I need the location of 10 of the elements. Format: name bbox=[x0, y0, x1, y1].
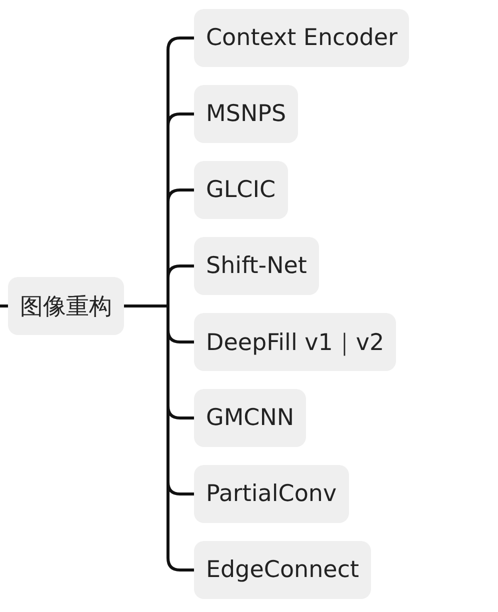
subtopic-box: Context Encoder bbox=[194, 9, 410, 67]
subtopic-box: Shift-Net bbox=[194, 237, 319, 295]
topic-box: 图像重构 bbox=[8, 277, 124, 335]
connector-line bbox=[0, 304, 8, 308]
subtopic-box: EdgeConnect bbox=[194, 541, 371, 599]
subtopic-box: DeepFill v1｜v2 bbox=[194, 313, 396, 371]
subtopic-box: PartialConv bbox=[194, 465, 349, 523]
subtopic-box: GMCNN bbox=[194, 389, 306, 447]
subtopic-box: GLCIC bbox=[194, 161, 288, 219]
subtopic-box: MSNPS bbox=[194, 85, 298, 143]
